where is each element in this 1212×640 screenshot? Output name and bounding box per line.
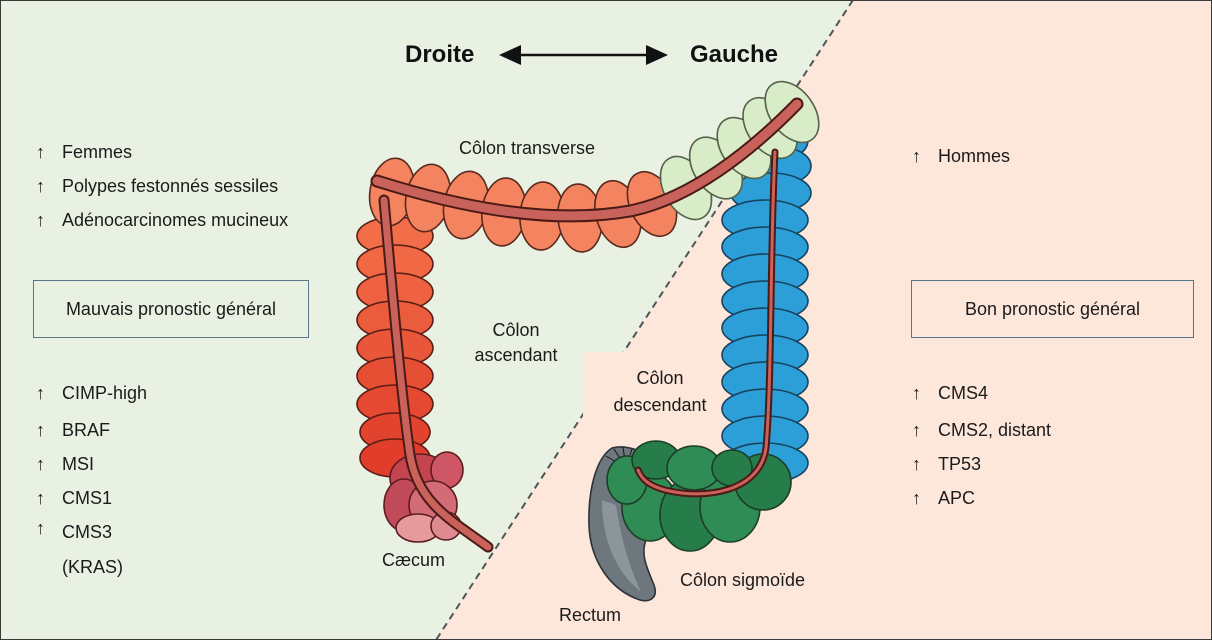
droite-prognosis-box: Mauvais pronostic général [33,280,309,338]
marker-label: BRAF [62,419,110,441]
droite-marker-item: ↑ BRAF [36,419,110,441]
prognosis-label: Bon pronostic général [965,299,1140,320]
droite-marker-item: ↑ MSI [36,453,94,475]
cecum-label: Cæcum [382,549,445,571]
gauche-marker-item: ↑ APC [912,487,975,509]
increase-arrow-icon: ↑ [36,453,62,475]
marker-label: CMS4 [938,382,988,404]
trait-label: Polypes festonnés sessiles [62,175,278,197]
gauche-marker-item: ↑ CMS2, distant [912,419,1051,441]
transverse-colon-label: Côlon transverse [459,137,595,159]
marker-label: CMS3 [62,521,112,543]
increase-arrow-icon: ↑ [36,209,62,231]
trait-label: Femmes [62,141,132,163]
gauche-prognosis-box: Bon pronostic général [911,280,1194,338]
increase-arrow-icon: ↑ [36,517,62,539]
marker-label: CMS2, distant [938,419,1051,441]
increase-arrow-icon: ↑ [912,145,938,167]
increase-arrow-icon: ↑ [912,453,938,475]
trait-label: Hommes [938,145,1010,167]
gauche-trait-item: ↑ Hommes [912,145,1010,167]
descending-colon-label-line1: Côlon [605,367,715,389]
prognosis-label: Mauvais pronostic général [66,299,276,320]
increase-arrow-icon: ↑ [36,141,62,163]
increase-arrow-icon: ↑ [912,419,938,441]
increase-arrow-icon: ↑ [36,382,62,404]
marker-label: MSI [62,453,94,475]
gauche-marker-item: ↑ CMS4 [912,382,988,404]
increase-arrow-icon: ↑ [36,487,62,509]
increase-arrow-icon: ↑ [36,175,62,197]
increase-arrow-icon: ↑ [36,419,62,441]
gauche-label: Gauche [690,41,778,69]
droite-marker-item: ↑ CMS3 [36,521,112,543]
ascending-colon-label-line2: ascendant [466,344,566,366]
marker-label: APC [938,487,975,509]
increase-arrow-icon: ↑ [912,487,938,509]
rectum-label: Rectum [559,604,621,626]
droite-trait-item: ↑ Adénocarcinomes mucineux [36,209,288,231]
gauche-marker-item: ↑ TP53 [912,453,981,475]
droite-label: Droite [405,41,474,69]
descending-colon-label-line2: descendant [605,394,715,416]
droite-marker-item: ↑ CMS1 [36,487,112,509]
droite-marker-item: ↑ CIMP-high [36,382,147,404]
marker-label: CIMP-high [62,382,147,404]
sigmoid-colon-label: Côlon sigmoïde [680,569,805,591]
marker-label: TP53 [938,453,981,475]
marker-note: (KRAS) [62,556,123,578]
trait-label: Adénocarcinomes mucineux [62,209,288,231]
droite-trait-item: ↑ Femmes [36,141,132,163]
marker-label: CMS1 [62,487,112,509]
increase-arrow-icon: ↑ [912,382,938,404]
droite-trait-item: ↑ Polypes festonnés sessiles [36,175,278,197]
descending-label-background [583,352,723,429]
ascending-colon-label-line1: Côlon [466,319,566,341]
